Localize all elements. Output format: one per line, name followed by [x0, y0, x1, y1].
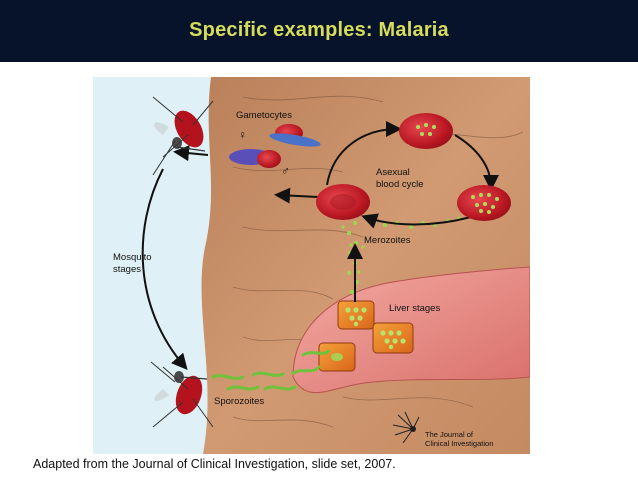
liver-cell-infected-2: [372, 322, 414, 354]
label-asexual: Asexual: [376, 167, 410, 178]
label-sporozoites: Sporozoites: [214, 396, 264, 407]
rbc-ring-stage: [399, 113, 453, 149]
label-liver-stages: Liver stages: [389, 303, 440, 314]
label-merozoites: Merozoites: [364, 235, 411, 246]
label-journal-line1: The Journal of: [425, 430, 474, 439]
label-journal-line2: Clinical Investigation: [425, 439, 493, 448]
label-blood-cycle: blood cycle: [376, 179, 424, 190]
figure-caption: Adapted from the Journal of Clinical Inv…: [33, 457, 396, 471]
arrow-mosquito-stages: [141, 168, 188, 371]
mosquito-bottom: [150, 361, 214, 428]
arrow-merozoites-return: [361, 213, 472, 229]
label-mosquito: Mosquito: [113, 252, 152, 263]
sporozoites: [211, 349, 331, 391]
liver-cell-infected-1: [337, 300, 375, 330]
slide-title: Specific examples: Malaria: [189, 19, 449, 41]
label-male-symbol: ♂: [281, 164, 290, 178]
journal-logo: [392, 411, 420, 444]
arrow-to-gametocytes: [274, 187, 319, 204]
gametocyte-female: [269, 124, 321, 147]
arrow-to-schizont: [454, 134, 499, 191]
label-female-symbol: ♀: [238, 128, 247, 142]
label-stages: stages: [113, 264, 141, 275]
title-bar: Specific examples: Malaria: [0, 0, 638, 62]
life-cycle-diagram: Gametocytes ♀ ♂ Asexual blood cycle Mero…: [93, 77, 530, 454]
liver-cell-early: [318, 342, 356, 372]
rbc-schizont: [457, 185, 511, 221]
gametocyte-male: [229, 149, 281, 168]
mosquito-top: [152, 96, 214, 176]
arrow-to-mosquito: [173, 145, 209, 162]
arrow-to-ring-stage: [326, 121, 402, 186]
label-gametocytes: Gametocytes: [236, 110, 292, 121]
malaria-life-cycle-figure: Gametocytes ♀ ♂ Asexual blood cycle Mero…: [93, 77, 530, 454]
rbc-uninfected: [316, 184, 370, 220]
